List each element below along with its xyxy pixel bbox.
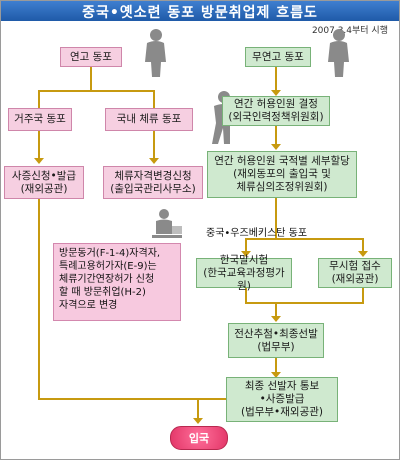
korean-test-line-1: 한국말시험	[219, 253, 269, 266]
annual-quota-line-2: (외국인력정책위원회)	[228, 111, 324, 123]
korean-test-line-2: (한국교육과정평가원)	[203, 266, 285, 292]
entry-label: 입국	[188, 432, 210, 445]
arrow-down	[241, 251, 251, 257]
quota-allocation-line-2: (재외동포의 출입국 및	[233, 168, 331, 180]
quota-allocation-box: 연간 허용인원 국적별 세부할당 (재외동포의 출입국 및 체류심의조정위원회)	[207, 151, 357, 198]
arrow-down	[271, 90, 281, 96]
final-notice-line-1: 최종 선발자 통보	[244, 380, 320, 392]
arrow-down	[34, 158, 44, 164]
note-line: 특례고용허가자(E-9)는	[59, 261, 157, 272]
status-change-note: 방문동거(F-1-4)자격자, 특례고용허가자(E-9)는 체류기간연장허가 신…	[53, 243, 181, 321]
lottery-selection-line-1: 전산추첨•최종선발	[234, 327, 318, 340]
quota-allocation-line-1: 연간 허용인원 국적별 세부할당	[214, 155, 350, 167]
person-silhouette-icon	[328, 29, 349, 77]
header-bar: 중국•옛소련 동포 방문취업제 흐름도	[1, 1, 399, 21]
connected-compatriot-label: 연고 동포	[70, 50, 112, 63]
branch-label: 중국•우즈베키스탄 동포	[206, 228, 308, 239]
arrow-down	[358, 251, 368, 257]
unconnected-compatriot-box: 무연고 동포	[245, 47, 311, 67]
unconnected-compatriot-label: 무연고 동포	[252, 50, 304, 63]
connector-line	[38, 90, 154, 92]
connector-line	[275, 125, 277, 147]
annual-quota-box: 연간 허용인원 결정 (외국인력정책위원회)	[222, 96, 330, 126]
connector-line	[275, 358, 277, 374]
status-change-box: 체류자격변경신청 (출입국관리사무소)	[103, 166, 203, 199]
connected-compatriot-box: 연고 동포	[60, 47, 122, 67]
arrow-down	[271, 144, 281, 150]
connector-line	[38, 130, 40, 160]
connector-line	[245, 238, 363, 240]
no-test-box: 무시험 접수 (재외공관)	[318, 258, 392, 288]
visa-application-line-2: (재외공관)	[20, 182, 68, 195]
arrow-down	[271, 372, 281, 378]
connector-line	[362, 285, 364, 303]
connector-line	[362, 238, 364, 253]
connector-line	[38, 198, 40, 400]
visa-application-line-1: 사증신청•발급	[11, 169, 77, 182]
abroad-compatriot-box: 거주국 동포	[8, 108, 72, 131]
connector-line	[275, 197, 277, 239]
domestic-compatriot-label: 국내 체류 동포	[116, 113, 182, 125]
person-silhouette-icon	[145, 29, 166, 77]
connector-line	[275, 302, 277, 318]
connector-line	[90, 65, 92, 92]
final-notice-line-2: •사증발급	[259, 393, 305, 405]
connector-line	[38, 90, 40, 108]
final-notice-line-3: (법무부•재외공관)	[240, 406, 323, 418]
final-notice-box: 최종 선발자 통보 •사증발급 (법무부•재외공관)	[226, 377, 338, 422]
arrow-down	[193, 418, 203, 424]
visa-application-box: 사증신청•발급 (재외공관)	[4, 166, 84, 199]
note-line: 자격으로 변경	[59, 300, 118, 311]
connector-line	[153, 130, 155, 160]
connector-line	[38, 398, 246, 400]
status-change-line-2: (출입국관리사무소)	[110, 182, 196, 195]
person-at-desk-icon	[152, 209, 182, 238]
connector-line	[197, 398, 199, 420]
lottery-selection-line-2: (법무부)	[257, 340, 295, 353]
annual-quota-line-1: 연간 허용인원 결정	[234, 98, 318, 110]
quota-allocation-line-3: 체류심의조정위원회)	[236, 181, 328, 193]
arrow-down	[149, 158, 159, 164]
note-line: 체류기간연장허가 신청	[59, 274, 155, 285]
no-test-line-2: (재외공관)	[331, 273, 379, 285]
note-line: 할 때 방문취업(H-2)	[59, 287, 146, 298]
page-title: 중국•옛소련 동포 방문취업제 흐름도	[82, 5, 318, 21]
connector-line	[245, 302, 364, 304]
arrow-down	[271, 316, 281, 322]
domestic-compatriot-box: 국내 체류 동포	[105, 108, 193, 131]
note-line: 방문동거(F-1-4)자격자,	[59, 248, 161, 259]
connector-line	[153, 90, 155, 108]
no-test-line-1: 무시험 접수	[329, 260, 381, 272]
korean-test-box: 한국말시험 (한국교육과정평가원)	[196, 254, 292, 292]
abroad-compatriot-label: 거주국 동포	[14, 113, 66, 125]
lottery-selection-box: 전산추첨•최종선발 (법무부)	[228, 323, 324, 358]
connector-line	[245, 238, 247, 253]
connector-line	[275, 65, 277, 92]
effective-date: 2007.3.4부터 시행	[311, 26, 388, 36]
status-change-line-1: 체류자격변경신청	[114, 169, 192, 182]
entry-terminal: 입국	[170, 426, 228, 450]
connector-line	[245, 285, 247, 303]
